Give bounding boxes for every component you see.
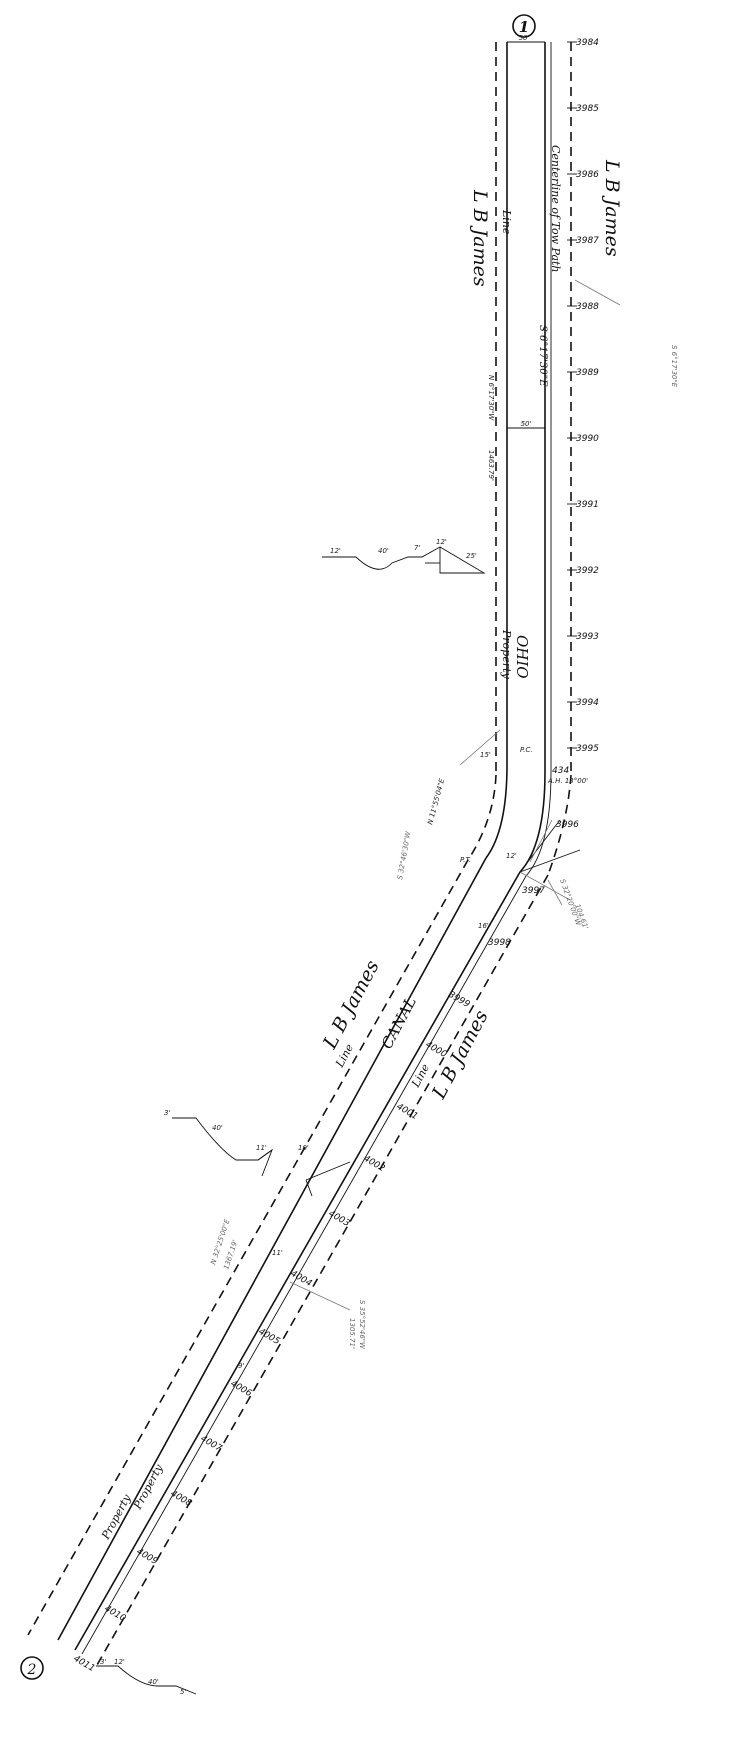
match-mark-top-label: 1 xyxy=(519,18,529,36)
curve-section xyxy=(467,764,581,901)
owner-label-west-lower: L B James xyxy=(319,956,384,1053)
cross-section-upper-dims: 12' 40' 7' 12' 25' xyxy=(330,538,477,560)
east-station-ticks xyxy=(567,41,577,749)
ah-note: A.H. 13°00' xyxy=(547,777,588,785)
bearing-tow-path: S 6°17'30"E xyxy=(537,325,548,387)
canal-east-bank-lower xyxy=(74,871,521,1651)
cross-section-upper xyxy=(322,546,486,574)
xs-bottom-dim-1: 3' xyxy=(100,1658,106,1666)
canal-west-bank-lower xyxy=(57,857,487,1641)
xs-upper-dim-3: 7' xyxy=(414,544,420,552)
canal-label-canal: CANAL xyxy=(378,994,420,1052)
berm-line-upper: Line xyxy=(500,209,513,235)
property-label-lower-2: Property xyxy=(131,1462,166,1513)
lower-stations: 3999 4000 4001 4002 4003 4004 4005 4006 … xyxy=(72,990,472,1674)
bearing-lower-2: S 35°52'46"W xyxy=(358,1300,366,1350)
match-mark-bottom: 2 xyxy=(20,1656,44,1680)
annotation-leaders xyxy=(289,279,621,1311)
owner-label-east-upper: L B James xyxy=(601,159,623,257)
misc-dimensions: 15' 12' 16' 10' 11' 9' xyxy=(238,751,517,1370)
station-4005: 4005 xyxy=(257,1327,282,1347)
station-3995: 3995 xyxy=(576,744,599,754)
canal-label-ohio: OHIO xyxy=(513,635,531,679)
xs-bottom-dim-4: 5' xyxy=(180,1688,186,1696)
station-4003: 4003 xyxy=(327,1209,352,1229)
station-4011: 4011 xyxy=(72,1654,97,1674)
xs-upper-dim-2: 40' xyxy=(378,547,389,555)
pt-label: P.T. xyxy=(460,856,471,864)
lower-right-of-way xyxy=(27,857,549,1666)
misc-dim-4: 10' xyxy=(298,1144,309,1152)
east-row-line-lower xyxy=(96,874,549,1666)
xs-bottom-dim-2: 12' xyxy=(114,1658,125,1666)
station-4001: 4001 xyxy=(395,1102,420,1122)
station-3996: 3996 xyxy=(556,820,579,830)
east-row-curve xyxy=(547,774,572,876)
station-3985: 3985 xyxy=(576,104,599,114)
station-4009: 4009 xyxy=(135,1547,160,1567)
misc-dim-2: 12' xyxy=(506,852,517,860)
width-dimension-mid: 50' xyxy=(521,420,532,428)
tow-path-line-lower xyxy=(81,875,527,1655)
xs-bottom-dim-3: 40' xyxy=(148,1678,159,1686)
station-3998: 3998 xyxy=(488,938,511,948)
station-3989: 3989 xyxy=(576,368,599,378)
station-3988: 3988 xyxy=(576,302,599,312)
bearing-lower-2-length: 1305.71' xyxy=(348,1318,356,1349)
misc-dim-3: 16' xyxy=(478,922,489,930)
station-3987: 3987 xyxy=(576,236,599,246)
cross-section-bottom xyxy=(96,1665,197,1695)
pc-label: P.C. xyxy=(520,746,533,754)
match-mark-top: 1 xyxy=(512,14,536,38)
station-4008: 4008 xyxy=(169,1489,194,1509)
berm-line-lower-east: Line xyxy=(409,1061,433,1090)
misc-dim-6: 9' xyxy=(238,1362,244,1370)
station-3984: 3984 xyxy=(576,38,599,48)
bearing-curve-upper: N 11°55'04"E xyxy=(426,777,446,825)
station-4002: 4002 xyxy=(362,1154,387,1174)
bearing-curve-lower: S 32°46'30"W xyxy=(396,830,413,881)
bearing-upper: N 6°17'30"W xyxy=(487,375,495,421)
cross-section-middle xyxy=(172,1117,273,1177)
width-dimension-top: 50' xyxy=(519,34,530,42)
bearing-upper-length: 1463.79' xyxy=(487,450,495,481)
station-3997: 3997 xyxy=(522,886,545,896)
station-3992: 3992 xyxy=(576,566,599,576)
station-4006: 4006 xyxy=(229,1379,254,1399)
station-4007: 4007 xyxy=(199,1434,224,1454)
match-mark-bottom-label: 2 xyxy=(27,1662,37,1678)
xs-middle-dim-3: 11' xyxy=(256,1144,267,1152)
xs-middle-dim-1: 3' xyxy=(164,1109,170,1117)
station-4000: 4000 xyxy=(424,1040,449,1060)
xs-middle-dim-2: 40' xyxy=(212,1124,223,1132)
station-3991: 3991 xyxy=(576,500,599,510)
west-row-line-lower xyxy=(27,859,469,1636)
station-3990: 3990 xyxy=(576,434,599,444)
property-label-upper: Property xyxy=(500,629,513,680)
curve-stations: 3996 3997 3998 xyxy=(488,820,579,948)
owner-label-west-upper: L B James xyxy=(469,189,491,287)
upper-right-of-way xyxy=(495,41,577,775)
station-3993: 3993 xyxy=(576,632,599,642)
misc-dim-5: 11' xyxy=(272,1249,283,1257)
misc-dim-1: 15' xyxy=(480,751,491,759)
tow-path-note: Centerline of Tow Path xyxy=(549,145,562,273)
station-434: 434 xyxy=(552,766,569,776)
xs-upper-dim-4: 12' xyxy=(436,538,447,546)
cross-section-middle-dims: 3' 40' 11' xyxy=(164,1109,267,1152)
west-row-curve xyxy=(467,774,497,861)
station-3994: 3994 xyxy=(576,698,599,708)
station-3986: 3986 xyxy=(576,170,599,180)
station-4010: 4010 xyxy=(103,1604,128,1624)
east-stations: 3984 3985 3986 3987 3988 3989 3990 3991 … xyxy=(576,38,599,754)
bearing-note-upper: S 6°17'30"E xyxy=(670,345,678,388)
xs-upper-dim-1: 12' xyxy=(330,547,341,555)
xs-upper-dim-5: 25' xyxy=(466,552,477,560)
west-bank-curve xyxy=(485,764,508,859)
cross-section-bottom-dims: 3' 12' 40' 5' xyxy=(100,1658,186,1696)
